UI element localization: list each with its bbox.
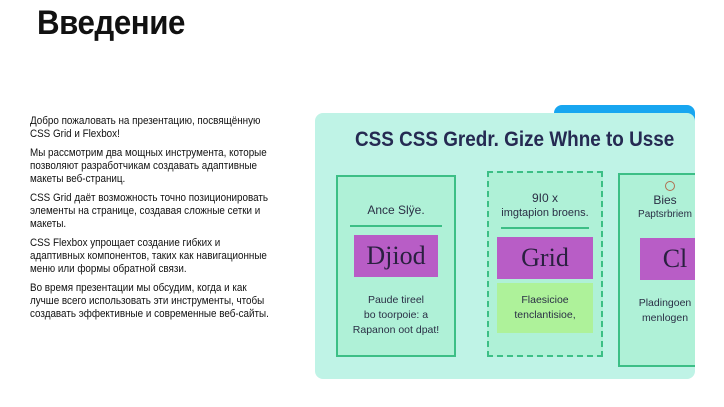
slide-body: Добро пожаловать на презентацию, посвящё… [30,115,276,327]
card-footer: Flaesicioe tenclantisioe, [497,283,593,333]
slide-image: CSS CSS Gredr. Gize Whne to Usse Ance Sl… [315,113,695,379]
card-footer: Paude tireel bo toorpoie: a Rapanon oot … [338,293,454,338]
card-label: Cl [640,238,695,280]
card-subheader: imgtapion broens. [501,207,589,219]
paragraph: Во время презентации мы обсудим, когда и… [30,282,269,320]
paragraph: CSS Flexbox упрощает создание гибких и а… [30,237,267,275]
image-title: CSS CSS Gredr. Gize Whne to Usse [355,128,675,151]
card-footer: Pladingoen menlogen [620,296,695,326]
footer-line: Pladingoen [638,297,692,309]
footer-line: tenclantisioe, [514,309,576,321]
card-label: Djiod [354,235,438,277]
card-header: Bies [653,193,677,207]
footer-line: menlogen [641,312,689,324]
slide-title: Введение [37,4,185,42]
divider [501,227,589,229]
image-card-2: 9I0 x imgtapion broens. Grid Flaesicioe … [487,171,603,357]
footer-line: Flaesicioe [521,294,569,306]
card-subheader: Paptsrbriem [638,209,692,220]
footer-line: bo toorpoie: a [363,309,429,321]
card-header: Ance Slÿe. [367,203,425,217]
paragraph: CSS Grid даёт возможность точно позицион… [30,192,269,230]
card-label: Grid [497,237,593,279]
footer-line: Paude tireel [367,294,425,306]
card-header: 9I0 x [531,191,558,205]
circle-icon [665,181,675,191]
divider [350,225,442,227]
image-card-3: Bies Paptsrbriem Cl Pladingoen menlogen [618,173,695,367]
paragraph: Добро пожаловать на презентацию, посвящё… [30,115,261,140]
paragraph: Мы рассмотрим два мощных инструмента, ко… [30,147,267,185]
image-card-1: Ance Slÿe. Djiod Paude tireel bo toorpoi… [336,175,456,357]
footer-line: Rapanon oot dpat! [352,324,440,336]
